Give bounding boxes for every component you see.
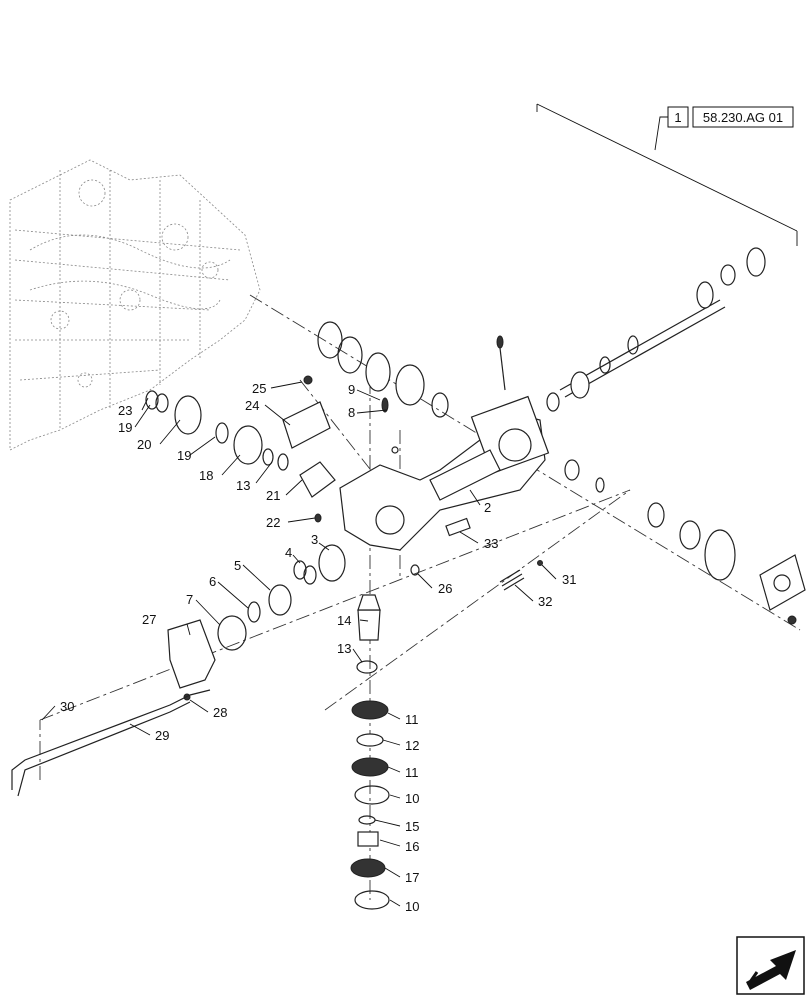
callout-18: 18 — [199, 468, 213, 483]
callout-16: 16 — [405, 839, 419, 854]
callout-19-lower: 19 — [177, 448, 191, 463]
callout-24: 24 — [245, 398, 259, 413]
callout-10-upper: 10 — [405, 791, 419, 806]
callout-17: 17 — [405, 870, 419, 885]
callout-5: 5 — [234, 558, 241, 573]
reference-bracket — [536, 103, 798, 246]
callout-20: 20 — [137, 437, 151, 452]
callout-12: 12 — [405, 738, 419, 753]
callout-22: 22 — [266, 515, 280, 530]
callout-4: 4 — [285, 545, 292, 560]
machine-frame — [9, 159, 261, 451]
callout-26: 26 — [438, 581, 452, 596]
reference-section-code: 58.230.AG 01 — [703, 110, 783, 125]
callout-6: 6 — [209, 574, 216, 589]
callout-labels: 2 3 4 5 6 7 8 9 10 10 11 11 12 13 13 14 … — [60, 381, 576, 914]
bevel-gears[interactable] — [217, 544, 346, 651]
callout-13-upper: 13 — [236, 478, 250, 493]
centerlines — [39, 294, 801, 900]
callout-25: 25 — [252, 381, 266, 396]
reference-item-number: 1 — [674, 110, 681, 125]
support-bar[interactable] — [11, 689, 211, 797]
callout-10-lower: 10 — [405, 899, 419, 914]
callout-21: 21 — [266, 488, 280, 503]
callout-31: 31 — [562, 572, 576, 587]
callout-23: 23 — [118, 403, 132, 418]
callout-7: 7 — [186, 592, 193, 607]
arrow-back-icon[interactable] — [736, 936, 805, 995]
callout-11-lower: 11 — [405, 765, 419, 780]
vertical-shaft-stack[interactable] — [350, 594, 390, 910]
callout-3: 3 — [311, 532, 318, 547]
callout-8: 8 — [348, 405, 355, 420]
mounting-plate[interactable] — [167, 619, 216, 701]
callout-29: 29 — [155, 728, 169, 743]
callout-32: 32 — [538, 594, 552, 609]
leader-lines — [41, 381, 557, 907]
callout-30: 30 — [60, 699, 74, 714]
callout-33: 33 — [484, 536, 498, 551]
callout-28: 28 — [213, 705, 227, 720]
callout-2: 2 — [484, 500, 491, 515]
callout-11-upper: 11 — [405, 712, 419, 727]
lower-right-cover[interactable] — [564, 459, 806, 625]
reference-box[interactable]: 1 58.230.AG 01 — [667, 106, 794, 128]
gearbox-housing[interactable] — [339, 395, 550, 551]
upper-shaft-assembly[interactable] — [496, 247, 766, 412]
left-components[interactable] — [145, 375, 399, 523]
callout-9: 9 — [348, 382, 355, 397]
callout-13-lower: 13 — [337, 641, 351, 656]
callout-19-upper: 19 — [118, 420, 132, 435]
input-gears[interactable] — [317, 321, 449, 418]
callout-14: 14 — [337, 613, 351, 628]
small-fasteners[interactable] — [410, 517, 543, 591]
callout-27: 27 — [142, 612, 156, 627]
callout-15: 15 — [405, 819, 419, 834]
